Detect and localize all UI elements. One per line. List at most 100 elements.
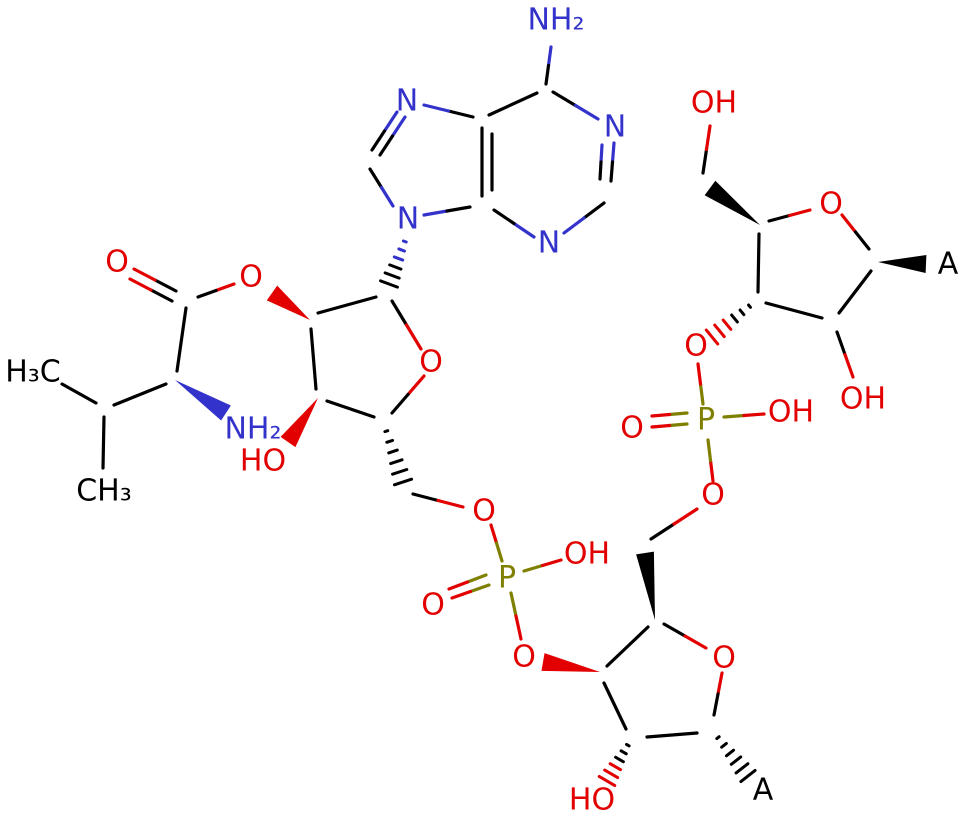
- adenine-n1-label: N: [604, 110, 626, 145]
- ribose2-anomeric-label: A: [753, 773, 774, 808]
- bond: [214, 282, 236, 293]
- ribose3-anomeric-label: A: [938, 247, 959, 282]
- bond: [602, 681, 628, 731]
- wedge-bond: [541, 653, 600, 672]
- ribose3-5-hydroxyl-label: OH: [691, 86, 737, 121]
- ribose1-ring-oxygen-label: O: [419, 345, 443, 380]
- bond: [512, 221, 536, 239]
- bond: [436, 498, 465, 509]
- bond: [383, 271, 401, 280]
- phosphate2-double-oxygen-label: O: [620, 411, 644, 446]
- phosphate1-hydroxyl-label: OH: [564, 537, 610, 572]
- bond: [672, 507, 699, 526]
- wedge-bond: [704, 180, 760, 225]
- wedge-bond: [280, 398, 318, 448]
- bond: [389, 458, 404, 466]
- bond: [388, 263, 403, 271]
- phosphate1-bridge-oxygen-label: O: [512, 640, 536, 675]
- bond: [383, 429, 390, 434]
- isopropyl-methyl-bottom-label: CH₃: [76, 474, 132, 509]
- bond: [645, 731, 699, 739]
- bond: [153, 278, 178, 293]
- bond: [747, 303, 752, 309]
- bond: [650, 423, 672, 429]
- bond: [544, 63, 551, 86]
- bond: [649, 522, 676, 541]
- adenine-n3-label: N: [538, 226, 560, 261]
- bond: [509, 591, 518, 618]
- bond: [370, 129, 387, 152]
- bond: [698, 382, 705, 406]
- bond: [390, 392, 410, 415]
- bond: [738, 308, 746, 317]
- bond: [840, 213, 858, 234]
- bond: [721, 318, 733, 331]
- bond: [605, 625, 650, 668]
- bond: [487, 91, 539, 117]
- adenine-n7-label: N: [396, 84, 418, 119]
- ribose3-hydroxyl-label: OH: [840, 382, 886, 417]
- ribose2-ring-oxygen-label: O: [712, 641, 736, 676]
- bond: [598, 160, 603, 181]
- bond: [379, 185, 395, 208]
- bond: [382, 110, 399, 133]
- bond: [713, 323, 726, 339]
- bond: [492, 208, 516, 226]
- bond: [385, 438, 395, 444]
- bond: [447, 580, 470, 591]
- adenine-n9-label: N: [397, 202, 419, 237]
- bond: [316, 295, 378, 315]
- bond: [712, 692, 720, 717]
- adenine-amino-label: NH₂: [527, 3, 584, 38]
- bond: [551, 90, 578, 108]
- bond: [706, 438, 713, 463]
- bond: [573, 103, 600, 121]
- bond: [787, 208, 812, 218]
- bond: [368, 167, 384, 190]
- bond: [662, 622, 687, 638]
- bond: [667, 411, 689, 417]
- bond: [387, 448, 399, 455]
- bond: [522, 563, 545, 573]
- wedge-bond: [266, 285, 310, 320]
- bond: [696, 362, 703, 386]
- bond: [422, 103, 451, 113]
- phosphate2-hydroxyl-label: OH: [768, 395, 814, 430]
- bond: [597, 774, 617, 788]
- bond: [112, 382, 168, 407]
- bond: [729, 755, 743, 766]
- bond: [625, 742, 631, 748]
- ribose2-hydroxyl-label: HO: [569, 783, 615, 816]
- bond: [704, 124, 712, 152]
- bond: [734, 762, 750, 775]
- bond: [450, 589, 473, 600]
- bond: [392, 477, 414, 487]
- bond: [390, 115, 407, 138]
- bond: [411, 492, 440, 503]
- bond: [562, 216, 586, 235]
- bond: [610, 141, 616, 164]
- bond: [724, 748, 736, 758]
- carbonyl-oxygen-label: O: [105, 245, 129, 280]
- bond: [704, 328, 720, 346]
- bond: [609, 160, 615, 183]
- bond: [853, 230, 871, 251]
- bond: [767, 213, 792, 223]
- bond: [128, 277, 153, 292]
- bond: [494, 541, 504, 563]
- bond: [309, 327, 318, 391]
- bond: [378, 134, 395, 157]
- bond: [683, 634, 708, 650]
- wedge-bond: [878, 255, 927, 273]
- bond: [406, 374, 426, 397]
- bond: [599, 143, 604, 164]
- bond: [603, 768, 620, 780]
- bond: [843, 352, 855, 379]
- phosphate2-bridge-oxygen-label: O: [684, 329, 708, 364]
- ribose3-ring-oxygen-label: O: [819, 187, 843, 222]
- wedge-bond: [636, 551, 655, 620]
- bond: [608, 762, 623, 772]
- bond: [379, 279, 399, 289]
